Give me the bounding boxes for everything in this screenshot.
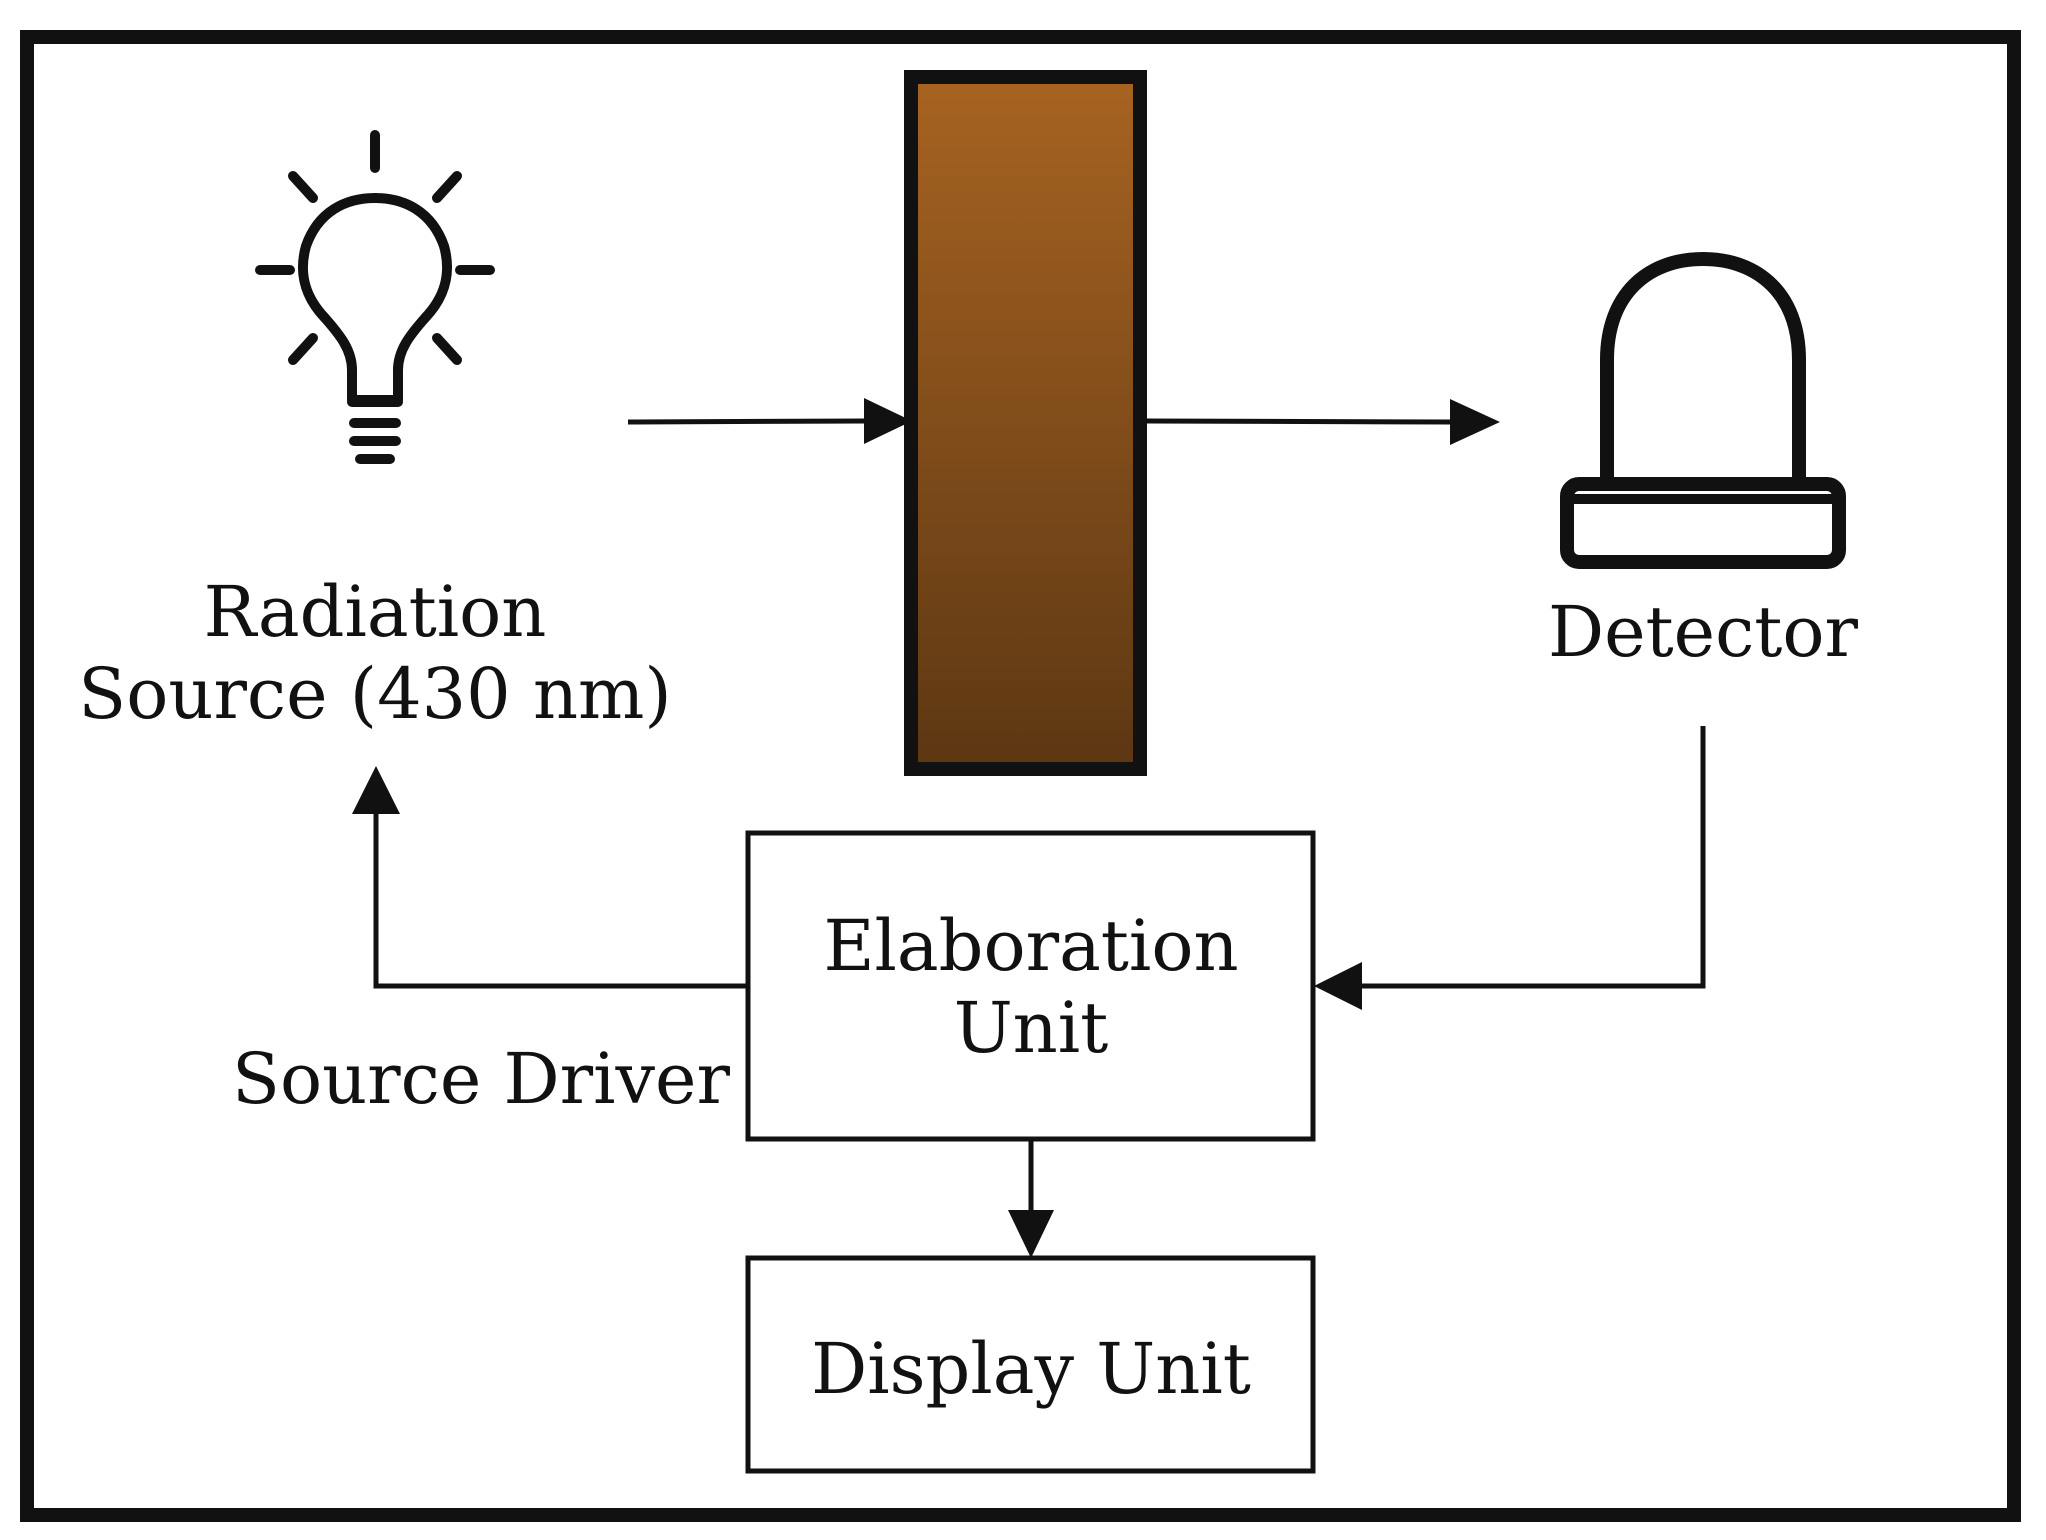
source-driver-arrowhead	[352, 766, 400, 814]
beam-out-line	[1146, 418, 1453, 425]
beam-in-line	[627, 418, 867, 425]
outer-frame	[20, 30, 2021, 1522]
detector-signal-arrowhead	[1314, 962, 1362, 1010]
detector-icon	[1560, 252, 1846, 569]
elaboration-unit-label-line1: Elaboration	[823, 905, 1238, 987]
source-label-line2: Source (430 nm)	[78, 653, 671, 735]
beam-in-arrowhead	[864, 398, 912, 444]
display-unit-label: Display Unit	[811, 1328, 1251, 1410]
source-driver-label: Source Driver	[232, 1038, 730, 1120]
detector-label: Detector	[1548, 591, 1859, 673]
display-signal-arrowhead	[1008, 1210, 1054, 1258]
source-label-line1: Radiation	[204, 571, 547, 653]
display-unit-box	[745, 1255, 1316, 1474]
source-driver-line	[373, 812, 748, 989]
detector-signal-line	[1360, 726, 1706, 989]
light-bulb-icon	[255, 130, 495, 464]
sample-cuvette	[904, 70, 1147, 776]
beam-out-arrowhead	[1450, 399, 1500, 445]
elaboration-unit-label-line2: Unit	[954, 987, 1109, 1069]
